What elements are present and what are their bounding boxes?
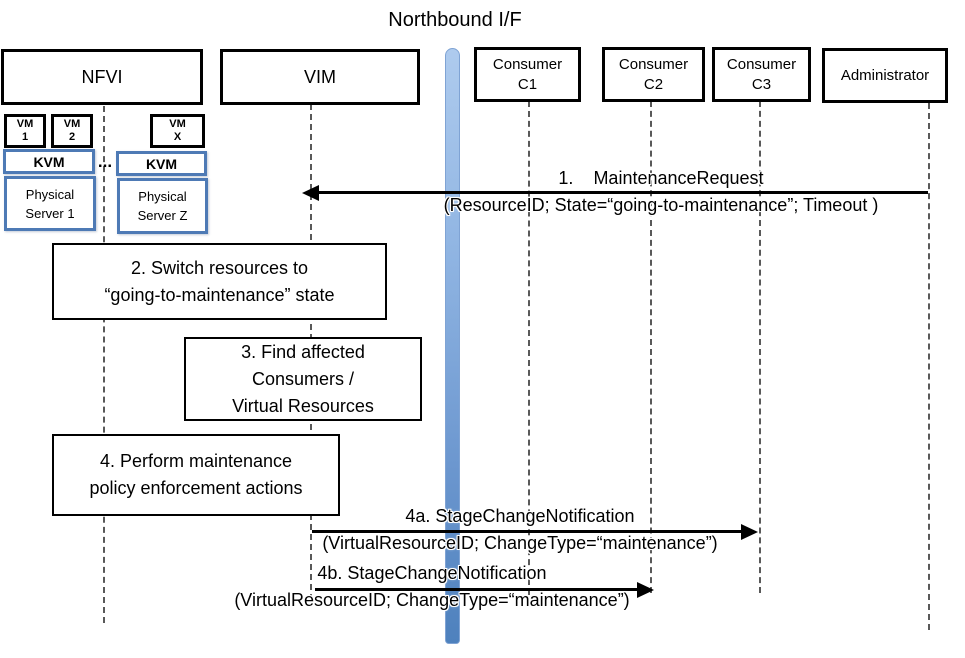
- activity-box-step4: 4. Perform maintenance policy enforcemen…: [52, 434, 340, 516]
- kvm-right-label: KVM: [145, 155, 178, 172]
- message-4a-label: 4a. StageChangeNotification (VirtualReso…: [270, 503, 770, 557]
- actor-label-consumer-c2: Consumer C2: [618, 55, 689, 93]
- message-1-line: [311, 191, 928, 194]
- actor-label-nfvi: NFVI: [81, 66, 123, 87]
- kvm-box-right: KVM: [116, 151, 207, 176]
- actor-box-consumer-c3: Consumer C3: [712, 47, 811, 102]
- vm1-box: VM 1: [4, 114, 46, 148]
- kvm-box-left: KVM: [3, 149, 95, 174]
- vm2-label: VM 2: [63, 118, 81, 143]
- vmx-box: VM X: [150, 114, 205, 148]
- lifeline-administrator: [928, 103, 930, 630]
- actor-label-vim: VIM: [303, 66, 336, 87]
- message-4b-name: 4b. StageChangeNotification: [317, 563, 547, 583]
- lifeline-consumer-c3: [759, 101, 761, 593]
- actor-label-administrator: Administrator: [840, 67, 930, 84]
- physical-server-1-label: Physical Server 1: [25, 186, 75, 221]
- lifeline-nfvi: [103, 106, 105, 623]
- activity-box-step2: 2. Switch resources to “going-to-mainten…: [52, 243, 387, 320]
- physical-server-1-box: Physical Server 1: [4, 176, 96, 231]
- actor-box-administrator: Administrator: [822, 48, 948, 103]
- physical-server-z-label: Physical Server Z: [137, 189, 188, 223]
- message-4b-arrowhead: [637, 582, 654, 598]
- actor-label-consumer-c3: Consumer C3: [726, 55, 797, 93]
- actor-label-consumer-c1: Consumer C1: [492, 55, 563, 93]
- vm1-label: VM 1: [16, 118, 34, 143]
- message-4a-name: 4a. StageChangeNotification: [405, 506, 635, 526]
- northbound-interface-bar: [445, 48, 460, 644]
- message-4a-line: [312, 530, 744, 533]
- northbound-if-title: Northbound I/F: [388, 9, 522, 31]
- message-4b-params: (VirtualResourceID; ChangeType=“maintena…: [234, 590, 630, 610]
- message-1-params: (ResourceID; State=“going-to-maintenance…: [443, 195, 879, 215]
- message-1-name: 1. MaintenanceRequest: [558, 168, 764, 188]
- message-4b-line: [315, 588, 640, 591]
- actor-box-vim: VIM: [220, 49, 420, 105]
- activity-step3-label: 3. Find affected Consumers / Virtual Res…: [232, 341, 374, 416]
- message-1-arrowhead: [302, 185, 319, 201]
- kvm-left-label: KVM: [33, 153, 65, 170]
- activity-step2-label: 2. Switch resources to “going-to-mainten…: [104, 257, 335, 305]
- lifeline-consumer-c2: [650, 101, 652, 593]
- message-4a-params: (VirtualResourceID; ChangeType=“maintena…: [322, 533, 718, 553]
- vm2-box: VM 2: [51, 114, 93, 148]
- lifeline-consumer-c1: [528, 101, 530, 595]
- ellipsis-text: ...: [97, 152, 113, 171]
- physical-server-z-box: Physical Server Z: [117, 178, 208, 234]
- message-1-label: 1. MaintenanceRequest (ResourceID; State…: [390, 165, 932, 219]
- actor-box-consumer-c2: Consumer C2: [602, 47, 705, 102]
- actor-box-nfvi: NFVI: [1, 49, 203, 105]
- activity-step4-label: 4. Perform maintenance policy enforcemen…: [89, 451, 303, 498]
- actor-box-consumer-c1: Consumer C1: [474, 47, 581, 102]
- activity-box-step3: 3. Find affected Consumers / Virtual Res…: [184, 337, 422, 421]
- message-4b-label: 4b. StageChangeNotification (VirtualReso…: [182, 560, 682, 614]
- vmx-label: VM X: [169, 118, 186, 143]
- message-4a-arrowhead: [741, 524, 758, 540]
